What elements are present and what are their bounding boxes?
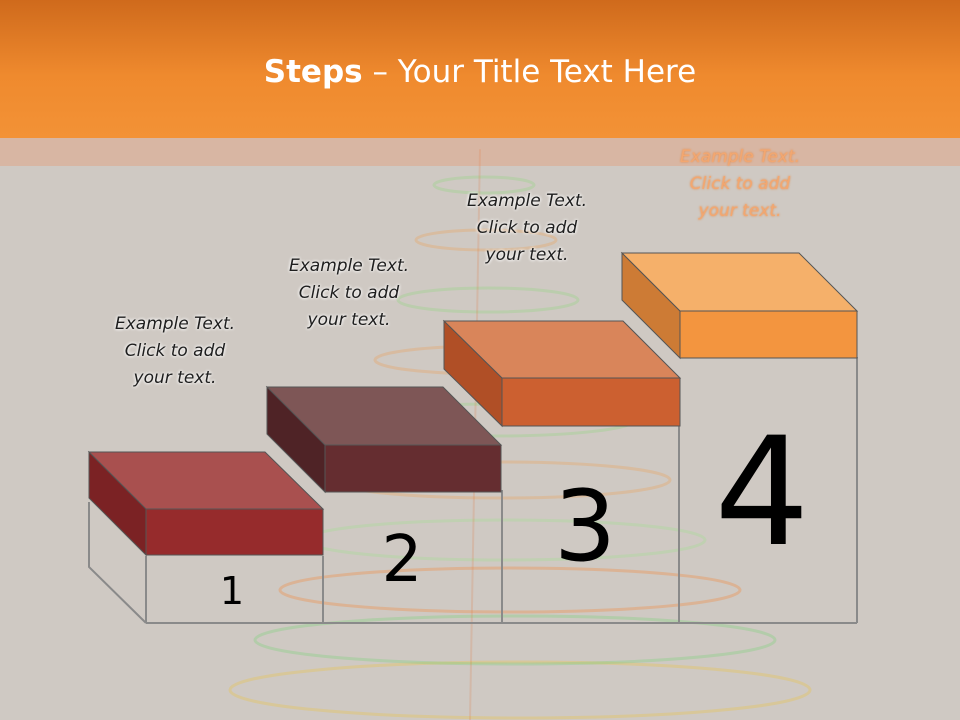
step-3-caption-line-1: Example Text. — [466, 191, 588, 211]
step-3-caption-line-2: Click to add — [476, 218, 578, 238]
step-1-block-top — [87, 451, 325, 510]
step-2-caption-line-2: Click to add — [298, 283, 400, 303]
step-1-caption-line-2: Click to add — [124, 341, 226, 361]
step-1-caption-line-3: your text. — [133, 368, 217, 388]
step-2-caption[interactable]: Example Text. Click to add your text. — [259, 253, 439, 334]
step-3-block-front — [501, 377, 681, 427]
step-2-caption-line-3: your text. — [307, 310, 391, 330]
step-2-block-top — [265, 386, 503, 446]
step-3-caption-line-3: your text. — [485, 245, 569, 265]
step-4-caption-line-1: Example Text. — [679, 147, 801, 167]
step-4-block-front — [679, 310, 858, 359]
step-2-number: 2 — [381, 523, 423, 597]
slide-title[interactable]: Steps – Your Title Text Here — [0, 54, 960, 90]
step-1-number: 1 — [219, 569, 245, 613]
step-1-caption[interactable]: Example Text. Click to add your text. — [85, 311, 265, 392]
title-underband — [0, 138, 960, 166]
slide-title-rest: – Your Title Text Here — [362, 54, 697, 90]
step-3-caption[interactable]: Example Text. Click to add your text. — [437, 188, 617, 269]
step-1-caption-line-1: Example Text. — [114, 314, 236, 334]
step-3-block-top — [442, 320, 682, 379]
step-4-block-top — [620, 252, 859, 312]
slide-title-bold: Steps — [263, 54, 363, 90]
step-2-block-front — [324, 444, 502, 493]
title-bar — [0, 0, 960, 138]
step-4-caption-line-3: your text. — [698, 201, 782, 221]
step-2-caption-line-1: Example Text. — [288, 256, 410, 276]
step-1-block-front — [145, 508, 324, 556]
step-3-number: 3 — [553, 470, 617, 584]
step-4-caption-line-2: Click to add — [689, 174, 791, 194]
step-4-number: 4 — [714, 406, 810, 580]
step-4-caption[interactable]: Example Text. Click to add your text. — [650, 144, 830, 225]
stair-outline — [88, 357, 858, 624]
